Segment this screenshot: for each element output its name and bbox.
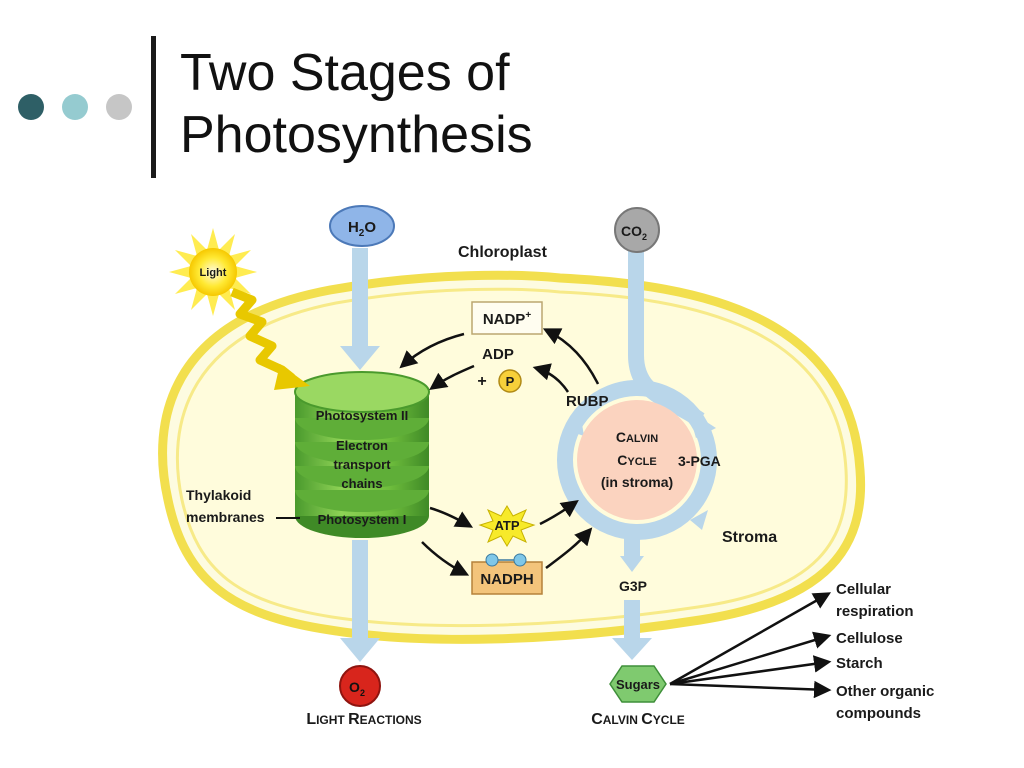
oxygen-node: O2 (339, 665, 381, 707)
cycle-arrows (399, 328, 600, 576)
thylakoid-label-line-2: membranes (186, 509, 265, 525)
calvin-cycle-stage-label: CALVIN CYCLE (591, 711, 685, 728)
product-respiration: respiration (836, 603, 914, 620)
atp-to-calvin-arrow (539, 499, 579, 526)
water-node: H2O (329, 205, 395, 247)
bullet-dot-teal (62, 94, 88, 120)
pga-label: 3-PGA (678, 453, 721, 469)
atp-node: ATP (478, 505, 536, 547)
rubp-label: RUBP (566, 393, 609, 410)
calvin-cycle-line-1: CALVIN (616, 429, 658, 445)
arrow-to-cellulose (669, 631, 832, 686)
photosystem-to-nadph-arrow (421, 541, 470, 576)
g3p-label: G3P (619, 578, 647, 594)
chloroplast-label: Chloroplast (458, 244, 548, 261)
oxygen-label: O2 (349, 679, 365, 698)
nadph-label: NADPH (480, 571, 533, 588)
arrow-to-other-organic (669, 680, 832, 699)
arrow-to-cellular-respiration (669, 592, 832, 686)
g3p-output-arrow (612, 528, 652, 660)
phosphate-node: P (498, 369, 522, 393)
product-other-organic: Other organic (836, 683, 934, 700)
slide-title: Two Stages of Photosynthesis (180, 42, 800, 166)
atp-label: ATP (494, 518, 519, 533)
calvin-to-nadp-arrow (542, 328, 600, 385)
calvin-cycle-line-3: (in stroma) (601, 474, 673, 490)
photosystem-ii-label: Photosystem II (316, 408, 408, 423)
light-reactions-label: LIGHT REACTIONS (306, 711, 421, 728)
electron-transport-line-2: transport (333, 457, 391, 472)
nadph-to-calvin-arrow (545, 527, 593, 570)
phosphate-label: P (506, 374, 515, 389)
calvin-to-adp-arrow (532, 363, 570, 393)
product-arrows (669, 592, 832, 699)
slide-title-line-1: Two Stages of (180, 44, 510, 102)
product-cellulose: Cellulose (836, 630, 903, 647)
product-starch: Starch (836, 655, 883, 672)
calvin-cycle-line-2: CYCLE (617, 452, 656, 468)
product-compounds: compounds (836, 705, 921, 722)
light-label: Light (200, 267, 227, 279)
sugars-label: Sugars (616, 677, 660, 692)
light-ray-arrow (230, 287, 295, 382)
electron-transport-line-1: Electron (336, 438, 388, 453)
product-cellular: Cellular (836, 581, 891, 598)
adp-to-photosystem-arrow (429, 364, 475, 391)
thylakoid-stack: Photosystem II Electron transport chains… (294, 371, 430, 538)
plus-sign: + (477, 373, 486, 390)
bullet-dot-gray (106, 94, 132, 120)
sugars-node: Sugars (609, 665, 667, 703)
electron-transport-line-3: chains (341, 476, 382, 491)
oxygen-output-arrow (340, 540, 380, 662)
light-source: Light (169, 228, 310, 390)
co2-node: CO2 (614, 207, 660, 253)
thylakoid-label-line-1: Thylakoid (186, 487, 251, 503)
title-divider (151, 36, 156, 178)
photosystem-to-atp-arrow (429, 506, 474, 528)
nadp-label: NADP+ (483, 310, 532, 328)
slide-title-line-2: Photosynthesis (180, 106, 533, 164)
calvin-cycle-core (577, 400, 697, 520)
co2-label: CO2 (621, 223, 647, 242)
adp-label: ADP (482, 346, 514, 363)
stroma-label: Stroma (722, 529, 777, 546)
water-input-arrow (340, 248, 380, 370)
arrow-to-starch (669, 655, 832, 686)
bullet-dot-dark (18, 94, 44, 120)
photosystem-i-label: Photosystem I (318, 512, 407, 527)
nadph-node: NADPH (471, 553, 543, 595)
bullet-dots (18, 94, 138, 124)
water-label: H2O (348, 219, 376, 239)
nadp-node: NADP+ (471, 301, 543, 335)
nadp-to-photosystem-arrow (399, 332, 465, 369)
